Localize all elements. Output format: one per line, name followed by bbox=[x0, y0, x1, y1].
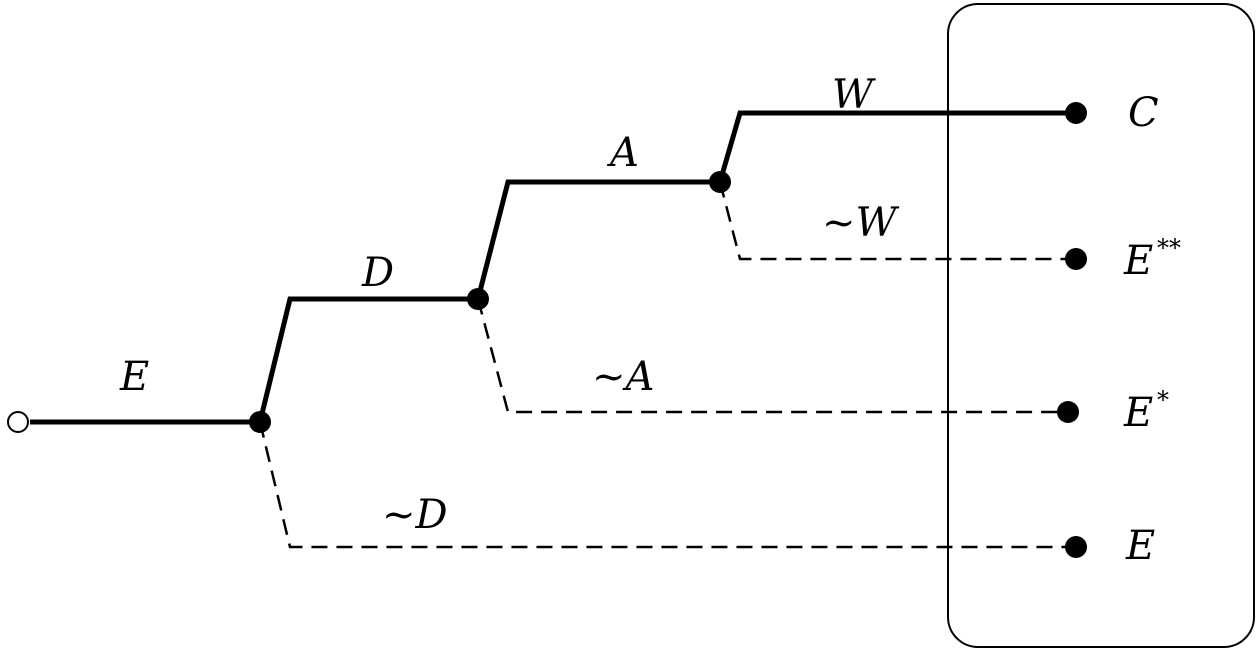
outcome-label-e-double-star: E bbox=[1123, 238, 1153, 284]
outcome-superscript-star: * bbox=[1157, 386, 1169, 414]
start-node bbox=[7, 411, 29, 433]
edge-label-not-d: ~D bbox=[382, 492, 448, 538]
edge-label-not-w: ~W bbox=[822, 200, 900, 246]
main-path-line bbox=[30, 110, 1076, 425]
outcome-label-e: E bbox=[1125, 523, 1155, 569]
branch-not-a-line bbox=[476, 298, 1068, 414]
terminal-node-c bbox=[1065, 102, 1087, 124]
terminal-node-e-star bbox=[1057, 401, 1079, 423]
branch-not-d-line bbox=[258, 421, 1076, 549]
terminal-node-e-double-star bbox=[1065, 248, 1087, 270]
outcome-box bbox=[947, 3, 1255, 648]
decision-node-a bbox=[467, 288, 489, 310]
edge-label-w: W bbox=[832, 72, 876, 118]
terminal-node-e bbox=[1065, 536, 1087, 558]
outcome-label-c: C bbox=[1128, 90, 1159, 136]
decision-node-d bbox=[249, 411, 271, 433]
outcome-superscript-double-star: ** bbox=[1157, 234, 1181, 262]
decision-node-w bbox=[709, 171, 731, 193]
edge-label-e: E bbox=[119, 354, 149, 400]
edge-label-d: D bbox=[361, 250, 394, 296]
edge-label-a: A bbox=[606, 130, 639, 176]
outcome-label-e-star: E bbox=[1123, 390, 1153, 436]
branch-not-w-line bbox=[718, 181, 1076, 261]
edge-label-not-a: ~A bbox=[592, 354, 654, 400]
